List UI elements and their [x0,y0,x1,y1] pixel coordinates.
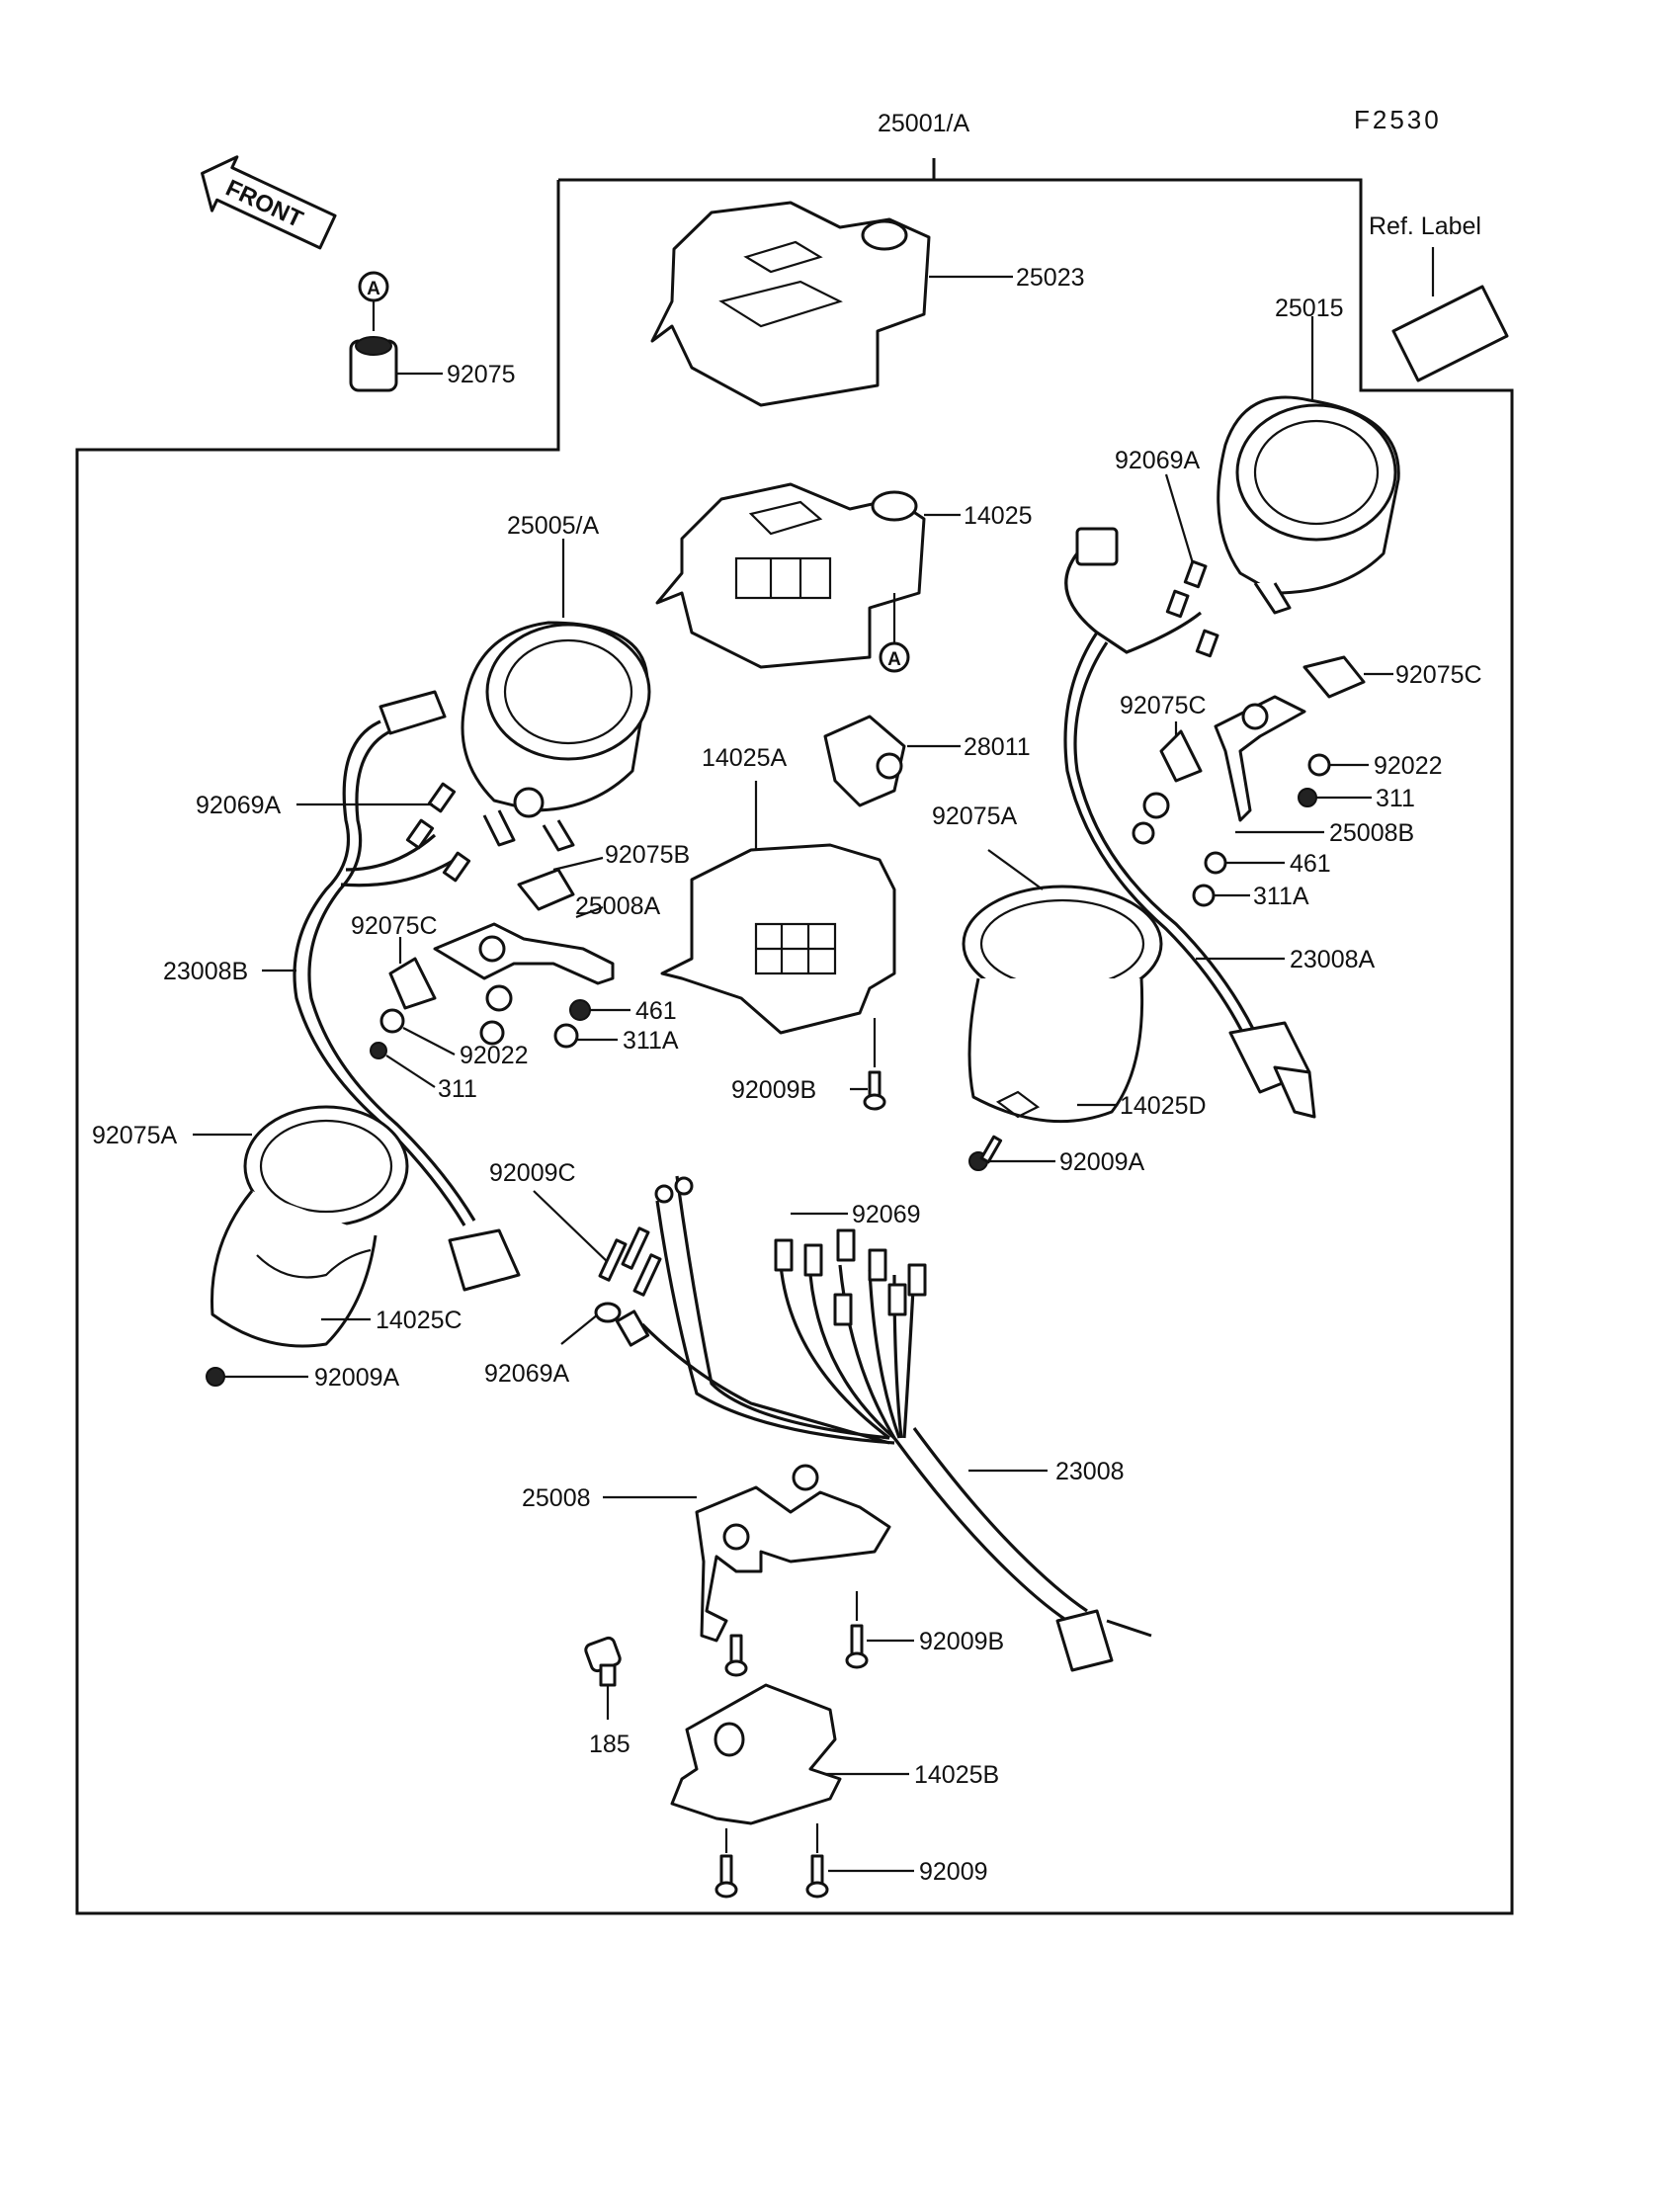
screw-right-bottom-part [968,1135,1055,1171]
label-damper-right-top: 92075C [1395,661,1482,689]
bulb-socket-bottom-part [560,1302,650,1347]
label-bottom-cover: 14025B [914,1761,999,1789]
nut-311a-right-part [1192,884,1250,907]
front-arrow: FRONT [201,155,337,250]
label-speedo-left: 25005/A [507,512,599,540]
label-washer-right: 92022 [1374,752,1443,780]
label-screw-right-bottom: 92009A [1059,1148,1145,1176]
label-damper-right-mid: 92075C [1120,692,1207,719]
label-bracket-left: 25008A [575,892,661,920]
main-bracket-part [603,1464,891,1643]
indicator-part [823,715,961,807]
right-bulb-sockets [1164,473,1219,658]
label-nut-right: 311 [1376,785,1415,812]
main-harness-part [640,1175,1152,1672]
nut-461-right-part [1204,851,1285,875]
label-cup-right: 92075A [932,803,1018,830]
lower-case-center-part [660,781,896,1035]
damper-right-top-part [1302,655,1393,699]
label-harness-left: 23008B [163,958,248,985]
label-nut-311a-right: 311A [1253,883,1309,910]
figure-code: F2530 [1354,105,1442,134]
label-damper-left-b: 92075B [605,841,690,869]
label-main-bracket: 25008 [522,1484,591,1512]
nut-right-part [1298,788,1372,807]
label-damper-left-c: 92075C [351,912,438,940]
screw-bracket-part [724,1591,914,1677]
damper-left-c-part [388,937,437,1010]
label-bracket-right: 25008B [1329,819,1414,847]
label-upper-case: 14025 [964,502,1033,530]
label-screw-center: 92009B [731,1076,816,1104]
top-cover-part [650,201,1013,407]
label-top-assembly: 25001/A [878,110,969,137]
marker-a-case: A [887,649,901,670]
assembly-frame [75,158,1514,1915]
label-bolt: 185 [589,1731,630,1758]
ref-label-part [1391,247,1509,382]
label-screw-left-bottom: 92009A [314,1364,400,1392]
screw-center-part [850,1018,886,1111]
label-nut-461-right: 461 [1290,850,1331,878]
label-speedo-right: 25015 [1275,295,1344,322]
speedometer-right-part [1217,316,1400,615]
bottom-cover-part [670,1683,909,1825]
washer-left-part [379,1008,456,1056]
upper-case-part: A [655,482,961,673]
nut-left-part [370,1042,436,1088]
label-main-harness: 23008 [1055,1458,1125,1485]
nut-311a-left-part [553,1023,618,1049]
label-nut-461-left: 461 [635,997,677,1025]
label-nut-left: 311 [438,1075,477,1103]
left-washers [479,984,513,1046]
screw-bottom-part [714,1823,914,1899]
ref-label-text: Ref. Label [1369,212,1481,240]
label-cup-right-bottom: 14025D [1120,1092,1207,1120]
label-bulb-socket-bottom: 92069A [484,1360,570,1388]
label-cup-left-bottom: 14025C [376,1307,462,1334]
label-screw-group: 92009C [489,1159,576,1187]
label-washer-left: 92022 [460,1042,529,1069]
damper-left-b-part [517,856,604,911]
label-cup-left-top: 92075A [92,1122,178,1149]
label-lower-case-center: 14025A [702,744,788,772]
screw-group-part [533,1190,662,1297]
nut-461-left-part [569,999,630,1021]
label-indicator: 28011 [964,733,1031,761]
bracket-right-part [1214,695,1324,834]
damper-right-mid-part [1159,721,1203,783]
label-bulb-left: 92069A [196,792,282,819]
label-screw-bracket: 92009B [919,1628,1004,1655]
label-top-cover: 25023 [1016,264,1085,292]
washer-right-part [1307,753,1369,777]
label-bulb-right: 92069A [1115,447,1201,474]
label-screw-bottom: 92009 [919,1858,988,1886]
right-washers [1132,792,1170,845]
label-bulb-group: 92069 [852,1201,921,1228]
label-grommet: 92075 [447,361,516,388]
bracket-left-part [433,905,615,985]
grommet-part: A [349,271,443,392]
harness-right-part [1063,527,1316,1119]
marker-a-top: A [367,279,380,299]
label-harness-right: 23008A [1290,946,1376,973]
screw-left-bottom-part [206,1367,308,1387]
cup-left-part [193,1105,409,1348]
speedometer-left-part [461,539,651,852]
label-nut-311a-left: 311A [623,1027,679,1055]
bolt-part [584,1636,622,1720]
cup-right-part [962,849,1163,1124]
